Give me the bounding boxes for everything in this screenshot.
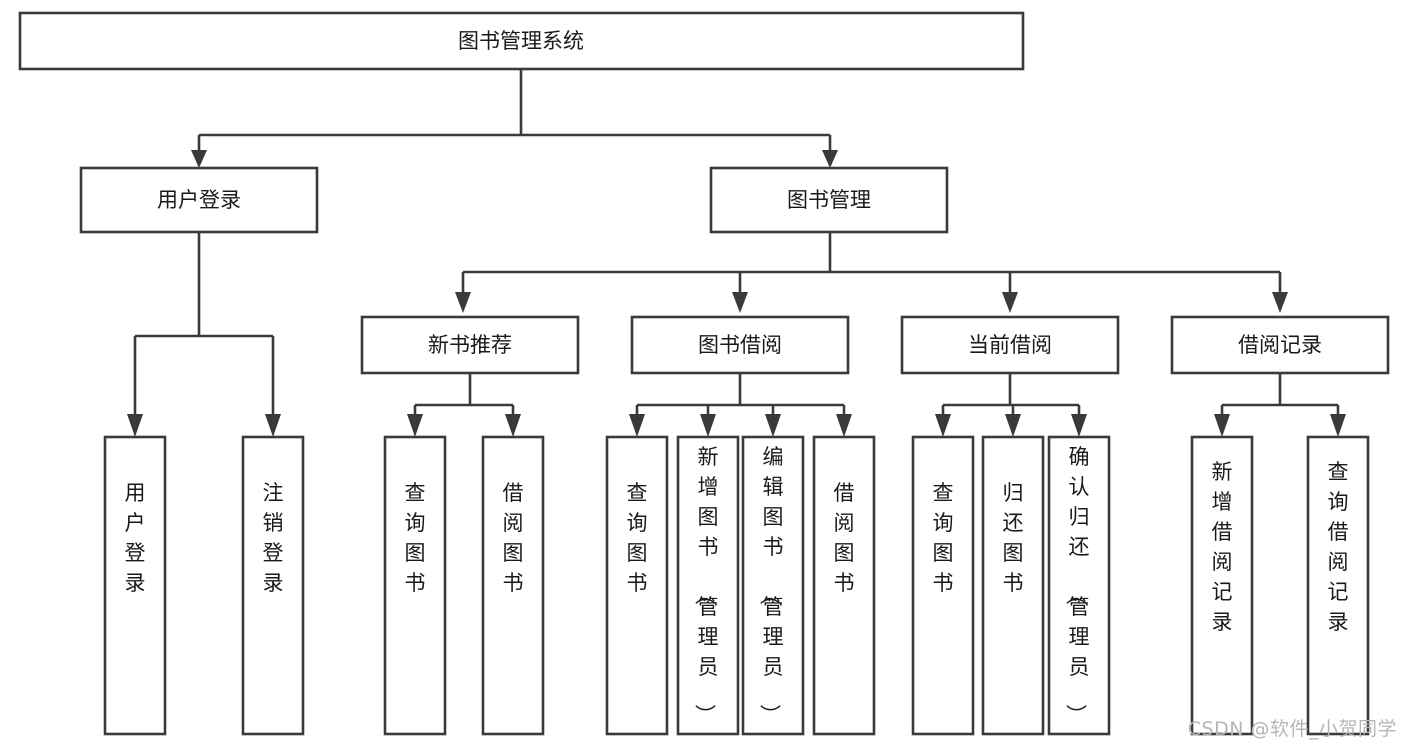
node-leaf-user-login-box[interactable] [103,435,167,736]
arrow-head-leaf-return-book [1005,414,1021,437]
node-leaf-logout-box[interactable] [241,435,305,736]
node-new-book-rec[interactable]: 新书推荐 [360,315,580,375]
arrow-head-leaf-add-book [700,414,716,437]
node-book-borrow-box[interactable] [630,315,850,375]
arrow-head-leaf-add-record [1214,414,1230,437]
node-book-borrow-label: 图书借阅 [698,333,782,357]
node-root-label: 图书管理系统 [458,29,584,53]
arrow-head-borrow-record [1272,292,1288,313]
arrow-head-current-borrow [1002,292,1018,313]
arrow-head-leaf-query-book-1 [407,414,423,437]
node-leaf-query-book-1-box[interactable] [383,435,447,736]
arrow-head-book-borrow [732,292,748,313]
node-leaf-add-record-label: 新增借阅记录 [1212,460,1233,634]
node-leaf-edit-book-box[interactable] [741,435,805,736]
node-leaf-query-book-3[interactable]: 查询图书 [911,435,975,736]
node-leaf-query-record-label: 查询借阅记录 [1328,460,1349,634]
arrow-head-leaf-edit-book [765,414,781,437]
node-leaf-add-record-box[interactable] [1190,435,1254,736]
node-leaf-return-book[interactable]: 归还图书 [981,435,1045,736]
node-borrow-record[interactable]: 借阅记录 [1170,315,1390,375]
node-leaf-borrow-book-1-box[interactable] [481,435,545,736]
node-leaf-confirm-return[interactable]: 确认归还（管理员） [1047,435,1111,736]
node-root-box[interactable] [18,11,1025,71]
node-leaf-logout-label: 注销登录 [263,481,284,595]
node-current-borrow-label: 当前借阅 [968,333,1052,357]
arrow-head-new-book-rec [455,292,471,313]
arrow-head-leaf-query-book-2 [629,414,645,437]
node-leaf-query-book-2[interactable]: 查询图书 [605,435,669,736]
node-leaf-edit-book[interactable]: 编辑图书（管理员） [741,435,805,736]
node-leaf-query-book-2-box[interactable] [605,435,669,736]
arrow-head-leaf-query-book-3 [935,414,951,437]
node-leaf-return-book-box[interactable] [981,435,1045,736]
arrow-head-user-login [191,150,207,168]
node-leaf-add-book-box[interactable] [676,435,740,736]
node-leaf-user-login-label: 用户登录 [125,481,146,595]
node-leaf-confirm-return-box[interactable] [1047,435,1111,736]
node-leaf-logout[interactable]: 注销登录 [241,435,305,736]
arrow-head-leaf-query-record [1330,414,1346,437]
node-leaf-user-login[interactable]: 用户登录 [103,435,167,736]
node-user-login-box[interactable] [79,166,319,234]
node-borrow-record-box[interactable] [1170,315,1390,375]
node-book-manage-label: 图书管理 [787,188,871,212]
connector-layer [127,69,1346,437]
node-current-borrow-box[interactable] [900,315,1120,375]
arrow-head-book-manage [822,150,838,168]
node-user-login-label: 用户登录 [157,188,241,212]
node-leaf-borrow-book-2[interactable]: 借阅图书 [812,435,876,736]
node-new-book-rec-box[interactable] [360,315,580,375]
node-user-login[interactable]: 用户登录 [79,166,319,234]
node-leaf-add-record[interactable]: 新增借阅记录 [1190,435,1254,736]
node-leaf-confirm-return-label: 确认归还（管理员） [1064,445,1090,725]
node-leaf-add-book-label: 新增图书（管理员） [693,445,719,725]
arrow-head-leaf-borrow-book-2 [836,414,852,437]
node-leaf-query-book-2-label: 查询图书 [627,481,648,595]
arrow-head-leaf-confirm-return [1071,414,1087,437]
arrow-head-leaf-logout [265,414,281,437]
node-leaf-query-book-1-label: 查询图书 [405,481,426,595]
node-leaf-borrow-book-2-label: 借阅图书 [834,481,855,595]
node-root[interactable]: 图书管理系统 [18,11,1025,71]
node-borrow-record-label: 借阅记录 [1238,333,1322,357]
node-leaf-borrow-book-2-box[interactable] [812,435,876,736]
node-leaf-query-book-1[interactable]: 查询图书 [383,435,447,736]
arrow-head-leaf-user-login [127,414,143,437]
node-leaf-borrow-book-1[interactable]: 借阅图书 [481,435,545,736]
node-leaf-query-book-3-label: 查询图书 [933,481,954,595]
node-book-manage[interactable]: 图书管理 [709,166,949,234]
node-new-book-rec-label: 新书推荐 [428,333,512,357]
node-leaf-query-book-3-box[interactable] [911,435,975,736]
node-leaf-edit-book-label: 编辑图书（管理员） [758,445,784,725]
node-leaf-add-book[interactable]: 新增图书（管理员） [676,435,740,736]
node-book-borrow[interactable]: 图书借阅 [630,315,850,375]
node-leaf-query-record[interactable]: 查询借阅记录 [1306,435,1370,736]
arrow-head-leaf-borrow-book-1 [505,414,521,437]
node-current-borrow[interactable]: 当前借阅 [900,315,1120,375]
node-leaf-query-record-box[interactable] [1306,435,1370,736]
node-leaf-return-book-label: 归还图书 [1003,481,1024,595]
node-leaf-borrow-book-1-label: 借阅图书 [503,481,524,595]
node-book-manage-box[interactable] [709,166,949,234]
